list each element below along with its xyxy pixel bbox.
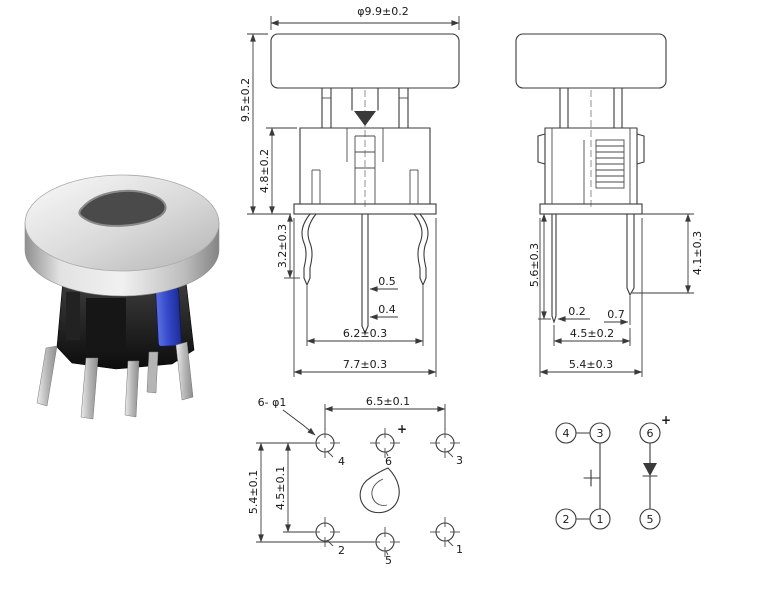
led-symbol (642, 442, 658, 510)
schematic-pin-4 (555, 422, 577, 444)
dim-lead-thickness-right: 0.7 (604, 296, 631, 325)
dim-pitch-x: 6.5±0.1 (324, 395, 446, 430)
dim-base-width: 7.7±0.3 (293, 218, 437, 377)
switch-body-recess (86, 298, 126, 348)
switch-blue-clip (155, 287, 182, 347)
dim-cap-diameter: φ9.9±0.2 (270, 5, 460, 30)
dim-pin-width-lower: 0.4 (369, 303, 398, 320)
dim-lead-pitch: 4.5±0.2 (553, 325, 631, 346)
dim-lead-length-right-label: 4.1±0.3 (691, 231, 704, 275)
front-right-lead (419, 213, 429, 279)
dim-pin-width-lower-label: 0.4 (378, 303, 396, 316)
front-flange (293, 203, 437, 215)
pin-hole-2 (309, 516, 341, 548)
pin-label-5: 5 (385, 554, 392, 567)
front-view (270, 33, 460, 335)
dim-base-height: 3.2±0.3 (276, 213, 300, 279)
switch-pin (80, 357, 99, 420)
schematic-pin-1-label: 1 (597, 513, 604, 526)
switch-body-tab (66, 292, 80, 340)
schematic-pin-2 (555, 508, 577, 530)
pin-hole-4 (309, 427, 341, 459)
schematic-pin-5-label: 5 (647, 513, 654, 526)
dim-lead-length-right: 4.1±0.3 (632, 213, 704, 294)
circuit-schematic: 4 3 6 2 1 5 + (555, 413, 671, 530)
dim-row-span-inner-label: 4.5±0.1 (274, 466, 287, 510)
hole-callout-label: 6- φ1 (258, 396, 287, 409)
schematic-pin-2-label: 2 (563, 513, 570, 526)
front-cap-outline (270, 33, 460, 89)
dim-total-height: 9.5±0.2 (239, 33, 291, 215)
pin-label-6: 6 (385, 455, 392, 468)
dim-lead-pitch-label: 4.5±0.2 (570, 327, 614, 340)
dim-lead-length-left: 5.6±0.3 (528, 213, 551, 320)
pin-label-3: 3 (456, 454, 463, 467)
dim-pin-width-upper: 0.5 (369, 275, 398, 292)
dim-lead-thickness-left: 0.2 (557, 305, 590, 322)
pin-hole-5 (369, 526, 401, 558)
schematic-polarity-mark: + (661, 413, 671, 427)
dim-row-span-inner: 4.5±0.1 (274, 442, 314, 533)
dim-pitch-x-label: 6.5±0.1 (366, 395, 410, 408)
dim-row-span-outer: 5.4±0.1 (247, 442, 374, 543)
dim-pin-width-upper-label: 0.5 (378, 275, 396, 288)
switch-pin (36, 345, 58, 407)
side-clip-right (636, 133, 645, 165)
dim-total-height-label: 9.5±0.2 (239, 78, 252, 122)
bottom-orientation-mark (359, 467, 400, 514)
schematic-pin-4-label: 4 (563, 427, 570, 440)
switch-pin (146, 351, 159, 394)
product-photo (24, 174, 220, 420)
side-flange (539, 203, 643, 215)
dim-base-depth: 5.4±0.3 (539, 218, 643, 377)
switch-pin (124, 360, 140, 418)
dim-body-height-label: 4.8±0.2 (258, 149, 271, 193)
dim-cap-diameter-label: φ9.9±0.2 (357, 5, 408, 18)
dim-base-width-label: 7.7±0.3 (343, 358, 387, 371)
dim-lead-thickness-right-label: 0.7 (607, 308, 625, 321)
cap-orientation-mark (78, 189, 167, 227)
dim-row-span-outer-label: 5.4±0.1 (247, 470, 260, 514)
dim-body-height: 4.8±0.2 (258, 127, 297, 215)
pin-hole-6 (369, 427, 401, 459)
side-view (515, 33, 667, 324)
dim-lead-span: 6.2±0.3 (306, 286, 424, 346)
switch-pin (175, 341, 194, 401)
bottom-view: 4 6 3 2 5 1 + (309, 422, 463, 567)
side-clip-left (537, 133, 546, 165)
dim-base-height-label: 3.2±0.3 (276, 224, 289, 268)
polarity-plus-mark: + (397, 422, 407, 436)
dim-base-depth-label: 5.4±0.3 (569, 358, 613, 371)
pin-label-2: 2 (338, 544, 345, 557)
front-led-dome (354, 111, 376, 126)
side-cap-outline (515, 33, 667, 89)
front-left-lead (301, 213, 311, 279)
schematic-pin-3-label: 3 (597, 427, 604, 440)
dim-lead-length-left-label: 5.6±0.3 (528, 243, 541, 287)
schematic-pin-6-label: 6 (647, 427, 654, 440)
bottom-orientation-mark-inner (371, 478, 388, 506)
dim-hole-callout: 6- φ1 (258, 396, 316, 436)
pin-label-1: 1 (456, 543, 463, 556)
dim-lead-thickness-left-label: 0.2 (568, 305, 586, 318)
dim-lead-span-label: 6.2±0.3 (343, 327, 387, 340)
pin-label-4: 4 (338, 455, 345, 468)
